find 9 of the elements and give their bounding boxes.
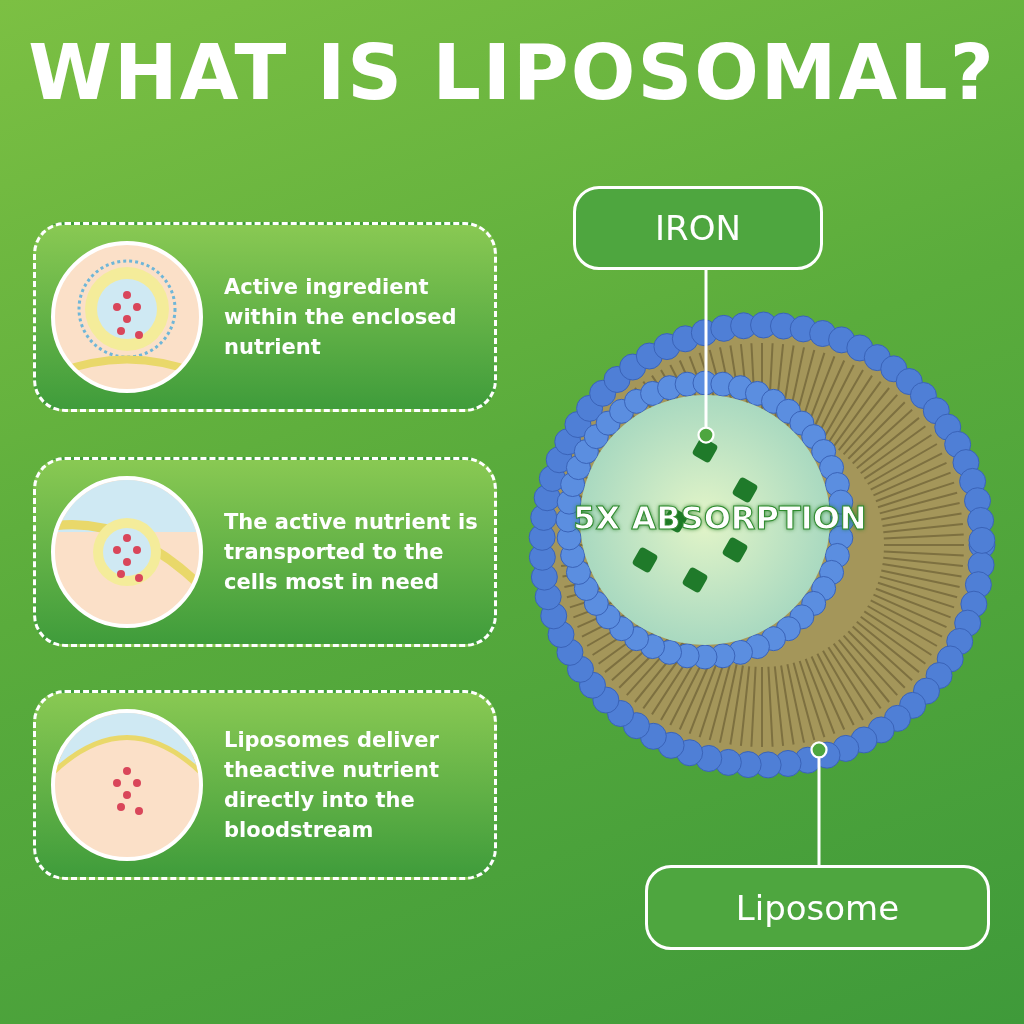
leader-line <box>810 741 828 865</box>
leader-line <box>697 270 715 444</box>
label-box: Liposome <box>645 865 990 950</box>
card-text: Liposomes deliver theactive nutrient directly into the bloodstream <box>224 727 441 844</box>
label-box: IRON <box>573 186 823 270</box>
liposome-membrane-drawing <box>528 311 996 779</box>
title: WHAT IS LIPOSOMAL? <box>27 28 997 117</box>
card-text: Active ingredient within the enclosed nutrient <box>224 274 458 361</box>
card-text: The active nutrient is transported to the cells most in need <box>224 509 479 596</box>
